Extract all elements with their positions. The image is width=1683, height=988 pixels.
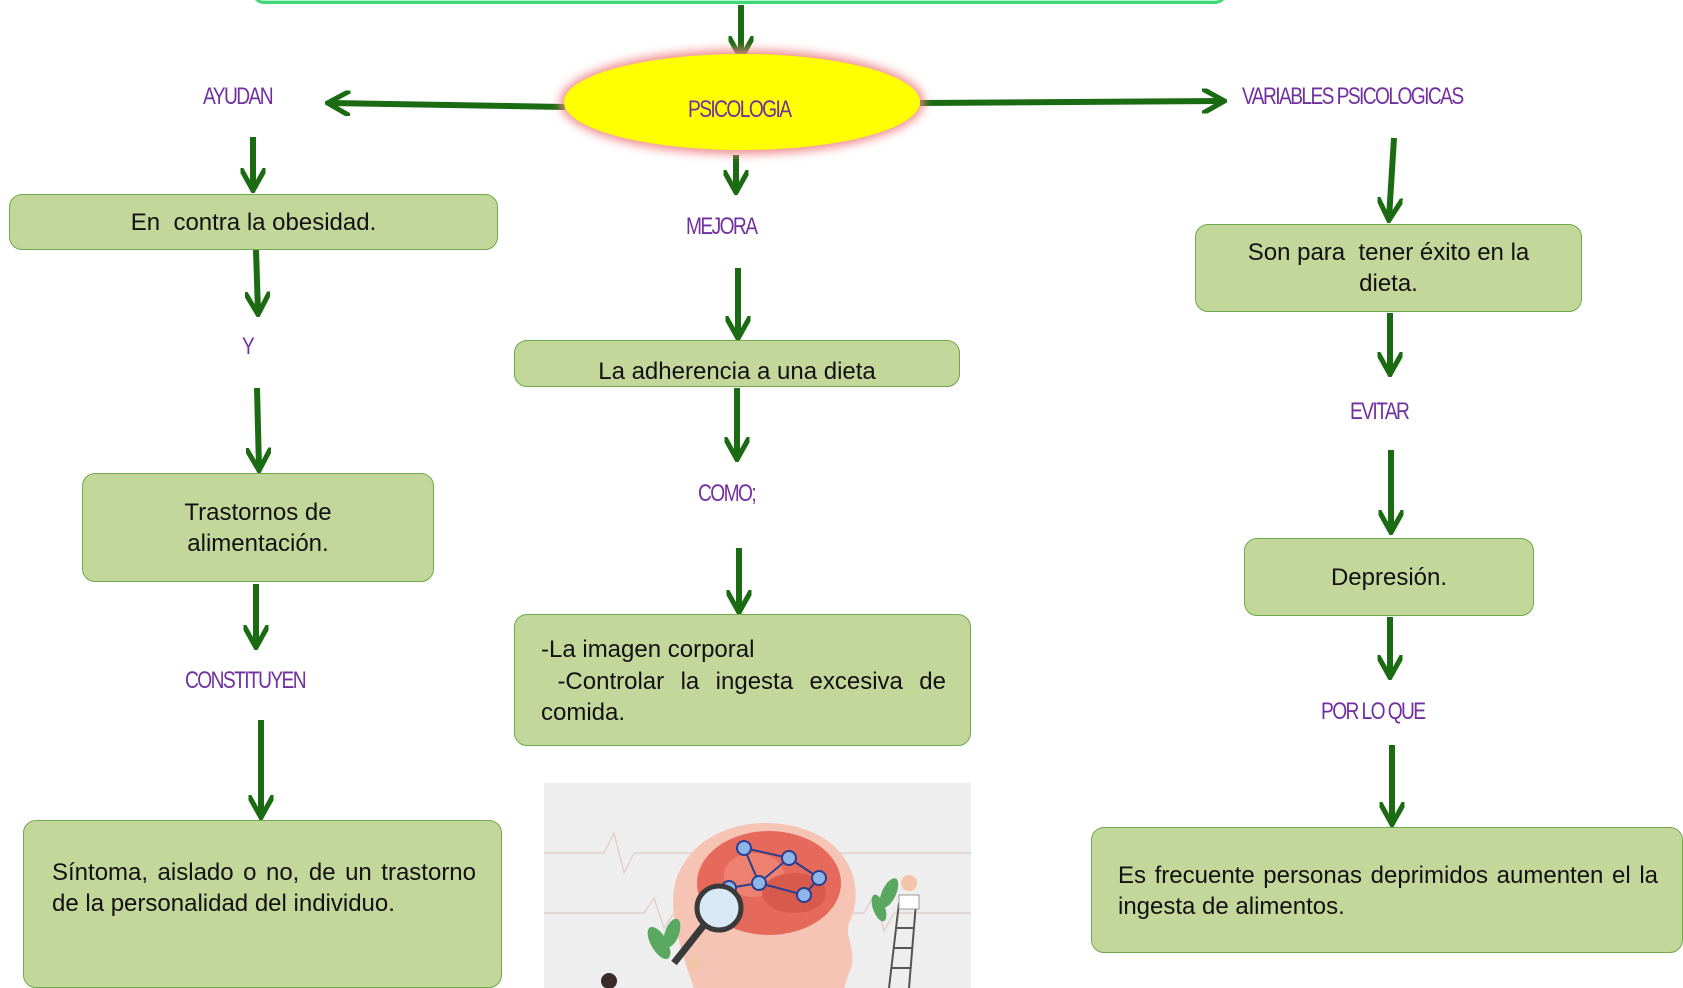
box-ingesta: Es frecuente personas deprimidos aumente… bbox=[1091, 827, 1683, 953]
box-imagen-corporal: -La imagen corporal -Controlar la ingest… bbox=[514, 614, 971, 746]
arrow-y-to-box2 bbox=[257, 387, 259, 468]
box-sintoma-text: Síntoma, aislado o no, de un trastorno d… bbox=[52, 859, 476, 917]
arrow-center-to-right bbox=[919, 101, 1222, 103]
box-depresion: Depresión. bbox=[1244, 538, 1534, 616]
link-y: Y bbox=[242, 333, 255, 360]
center-node-label: PSICOLOGIA bbox=[688, 96, 792, 123]
link-variables-psicologicas: VARIABLES PSICOLOGICAS bbox=[1242, 83, 1464, 110]
center-node bbox=[564, 54, 920, 150]
box-adherencia-text: La adherencia a una dieta bbox=[598, 358, 876, 385]
box-obesidad-text: En contra la obesidad. bbox=[130, 208, 377, 236]
box-imagen-corporal-line2: -Controlar la ingesta excesiva de comida… bbox=[541, 668, 953, 726]
box-exito-dieta: Son para tener éxito en la dieta. bbox=[1195, 224, 1582, 312]
box-exito-dieta-text: Son para tener éxito en la dieta. bbox=[1247, 239, 1536, 297]
arrow-center-to-left bbox=[330, 103, 566, 107]
brain-analysis-illustration-icon bbox=[544, 823, 971, 988]
link-como: COMO; bbox=[698, 480, 757, 507]
box-sintoma: Síntoma, aislado o no, de un trastorno d… bbox=[23, 820, 502, 988]
box-trastornos-text: Trastornos de alimentación. bbox=[184, 498, 332, 557]
box-depresion-text: Depresión. bbox=[1330, 563, 1448, 591]
box-obesidad: En contra la obesidad. bbox=[9, 194, 498, 250]
link-evitar: EVITAR bbox=[1350, 398, 1410, 425]
box-trastornos: Trastornos de alimentación. bbox=[82, 473, 434, 582]
box-ingesta-text: Es frecuente personas deprimidos aumente… bbox=[1118, 862, 1658, 920]
link-constituyen: CONSTITUYEN bbox=[185, 667, 307, 694]
brain-illustration bbox=[544, 783, 971, 988]
arrow-box1-to-y bbox=[256, 249, 258, 312]
box-adherencia: La adherencia a una dieta bbox=[514, 340, 960, 387]
box-imagen-corporal-line1: -La imagen corporal bbox=[541, 636, 755, 663]
link-ayudan: AYUDAN bbox=[203, 83, 274, 110]
link-mejora: MEJORA bbox=[686, 213, 758, 240]
top-title-box bbox=[252, 0, 1227, 4]
arrow-variables-to-box1 bbox=[1389, 137, 1394, 218]
link-por-lo-que: POR LO QUE bbox=[1321, 698, 1426, 725]
